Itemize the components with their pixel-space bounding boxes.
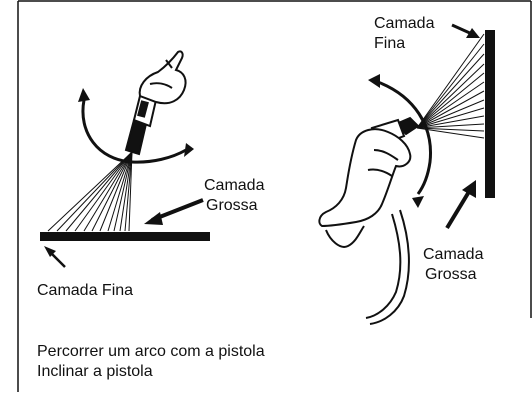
right-hose xyxy=(365,209,410,325)
right-thin-label-line1: Camada xyxy=(374,15,435,32)
left-hand-icon xyxy=(138,50,187,105)
right-hand-icon xyxy=(318,128,412,248)
caption-line2: Inclinar a pistola xyxy=(37,363,153,380)
left-thin-label: Camada Fina xyxy=(37,282,134,299)
right-surface-bar xyxy=(485,30,495,198)
right-thick-label-line2: Grossa xyxy=(425,266,477,283)
right-thick-label-line1: Camada xyxy=(423,246,484,263)
left-surface-bar xyxy=(40,232,210,241)
left-thick-label-line2: Grossa xyxy=(206,197,258,214)
left-thin-arrow-icon xyxy=(44,246,66,268)
diagram-border xyxy=(17,0,532,392)
left-spray-gun-icon xyxy=(124,94,158,156)
caption-line1: Percorrer um arco com a pistola xyxy=(37,343,265,360)
left-thick-label-line1: Camada xyxy=(204,177,265,194)
left-arc-arrow-icon xyxy=(78,88,194,164)
right-arc-arrow-icon xyxy=(368,74,432,208)
right-thick-arrow-icon xyxy=(445,180,476,230)
left-thick-arrow-icon xyxy=(144,198,204,225)
right-thin-arrow-icon xyxy=(451,23,480,38)
right-spray-fan xyxy=(416,33,485,139)
left-spray-fan xyxy=(47,151,133,232)
right-thin-label-line2: Fina xyxy=(374,35,406,52)
